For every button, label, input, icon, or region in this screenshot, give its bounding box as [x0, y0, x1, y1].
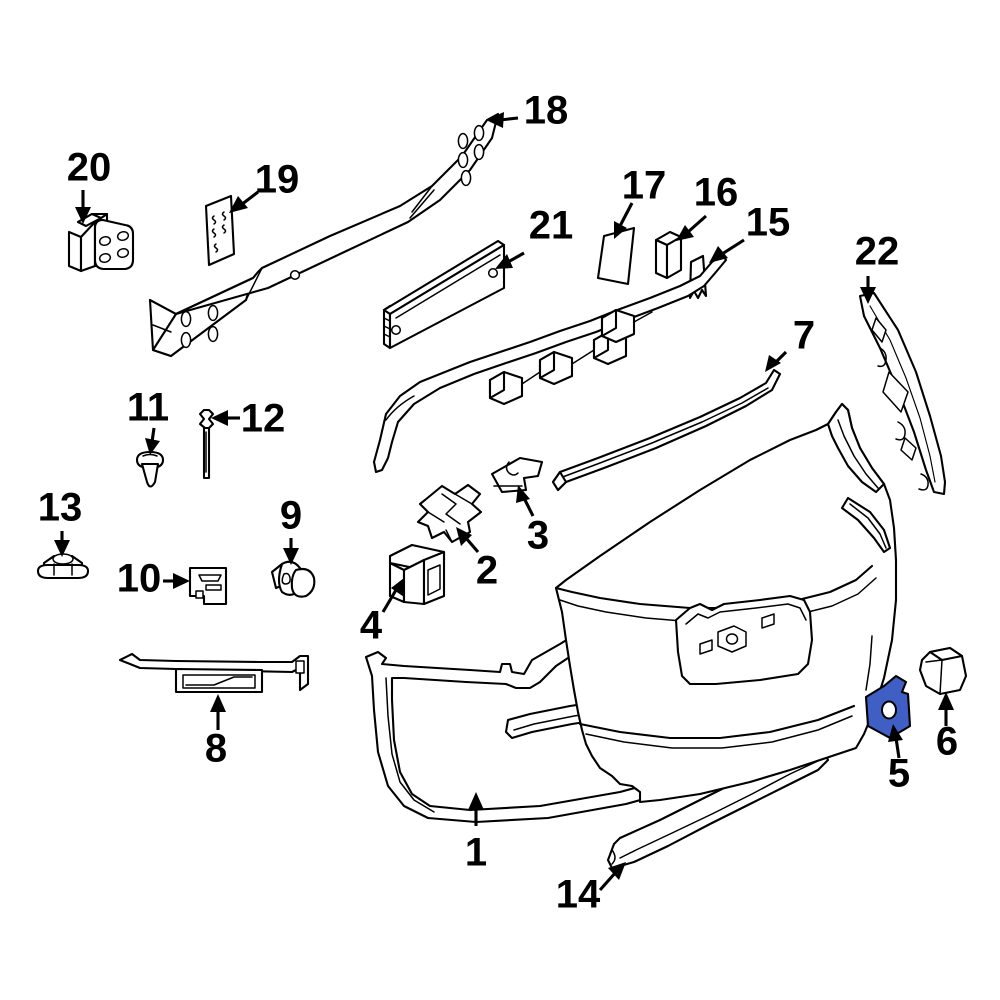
- leader-5: [888, 724, 903, 759]
- part-21-absorber-panel[interactable]: [382, 239, 506, 350]
- callout-label-7: 7: [793, 314, 815, 358]
- leader-3: [516, 485, 535, 517]
- leader-7: [765, 350, 788, 372]
- callout-label-10: 10: [117, 557, 162, 601]
- leader-20: [75, 190, 91, 224]
- callout-label-8: 8: [205, 727, 227, 771]
- callout-label-22: 22: [855, 230, 900, 274]
- callout-label-16: 16: [694, 171, 739, 215]
- part-11-rivet-clip[interactable]: [135, 450, 165, 488]
- callout-label-11: 11: [127, 386, 169, 430]
- vehicle-rear-body: [554, 402, 898, 804]
- leader-12: [211, 410, 240, 426]
- callout-label-15: 15: [746, 201, 791, 245]
- callout-label-6: 6: [936, 720, 958, 764]
- leader-22: [860, 276, 876, 304]
- leader-11: [145, 427, 160, 455]
- leader-6: [938, 692, 954, 726]
- leader-9: [283, 538, 299, 565]
- leader-1: [468, 792, 484, 826]
- callout-label-1: 1: [465, 831, 487, 875]
- callout-label-20: 20: [67, 146, 112, 190]
- part-6-tow-hook-cap[interactable]: [918, 646, 968, 696]
- part-13-flange-nut[interactable]: [36, 553, 90, 580]
- callout-label-5: 5: [888, 752, 910, 796]
- part-15-absorber-assembly[interactable]: [372, 252, 728, 474]
- leader-4: [381, 578, 404, 613]
- part-19-mounting-plate[interactable]: [204, 194, 236, 267]
- callout-label-17: 17: [622, 164, 667, 208]
- callout-label-2: 2: [476, 549, 498, 593]
- part-20-side-bracket[interactable]: [67, 212, 135, 273]
- leader-2: [456, 527, 480, 554]
- part-4-sensor-block[interactable]: [388, 543, 446, 606]
- part-9-push-pin-retainer[interactable]: [270, 560, 316, 598]
- leader-15: [709, 238, 745, 263]
- part-22-side-retainer-rail[interactable]: [858, 291, 947, 496]
- callout-label-9: 9: [280, 494, 302, 538]
- leader-14: [598, 862, 626, 892]
- leader-16: [676, 214, 708, 241]
- leader-10: [163, 573, 190, 589]
- callout-label-13: 13: [38, 486, 83, 530]
- leader-21: [495, 251, 525, 269]
- callout-label-4: 4: [360, 604, 383, 648]
- leader-19: [229, 190, 259, 213]
- part-8-lower-bracket[interactable]: [118, 652, 310, 694]
- part-2-center-bracket[interactable]: [416, 483, 483, 544]
- callout-label-18: 18: [524, 89, 569, 133]
- part-3-reinforcement-pad[interactable]: [490, 456, 544, 494]
- leader-8: [210, 694, 226, 730]
- callout-label-14: 14: [556, 873, 601, 917]
- leader-13: [54, 531, 70, 557]
- callout-label-3: 3: [527, 514, 549, 558]
- part-5-bumper-retainer-clip[interactable]: [864, 674, 912, 740]
- leader-17: [614, 202, 634, 239]
- leader-18: [486, 112, 519, 128]
- callout-label-21: 21: [529, 204, 574, 248]
- part-10-wiring-clip[interactable]: [188, 566, 228, 606]
- part-12-long-pin[interactable]: [198, 408, 215, 480]
- part-16-spacer-block[interactable]: [654, 230, 683, 280]
- part-17-foam-pad[interactable]: [596, 226, 636, 286]
- callout-label-12: 12: [241, 397, 286, 441]
- part-7-upper-trim-rail[interactable]: [551, 368, 782, 492]
- callout-label-19: 19: [255, 158, 300, 202]
